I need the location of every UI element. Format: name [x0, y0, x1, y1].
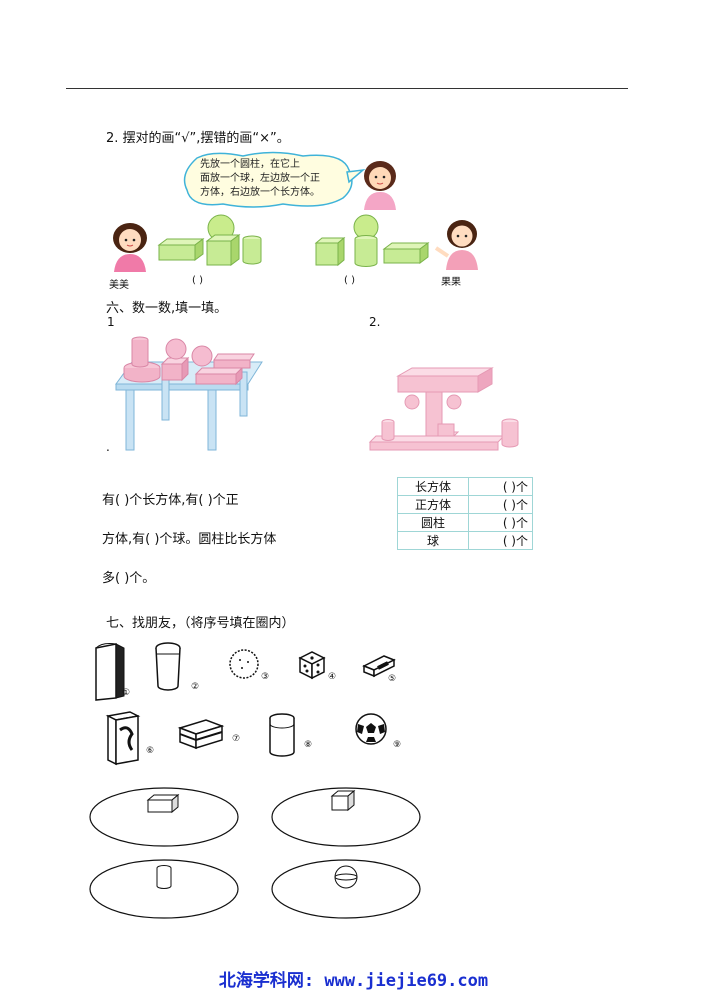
- table-row: 球 ( )个: [397, 531, 533, 550]
- section6-label-1: 1: [107, 315, 115, 329]
- table-row: 正方体 ( )个: [397, 495, 533, 514]
- name-guoguo: 果果: [441, 277, 461, 288]
- bubble-line-1: 先放一个圆柱，在它上: [200, 159, 300, 170]
- soccer-ball-icon: [355, 713, 387, 745]
- row-value[interactable]: ( )个: [468, 531, 533, 550]
- girl-guoguo-illustration: [434, 220, 478, 270]
- object-number-4: ④: [328, 672, 337, 682]
- cup-icon: [155, 642, 181, 691]
- row-value[interactable]: ( )个: [468, 477, 533, 496]
- name-meimei: 美美: [109, 280, 129, 291]
- oval-cube: [271, 787, 421, 847]
- girl-meimei-illustration: [113, 223, 147, 272]
- jar-icon: [269, 713, 295, 757]
- q2-title: 2. 摆对的画“√”,摆错的画“×”。: [106, 131, 290, 146]
- row-label: 正方体: [397, 495, 469, 514]
- row-value[interactable]: ( )个: [468, 495, 533, 514]
- dice-icon: [298, 651, 326, 680]
- section6-label-2: 2.: [369, 315, 381, 329]
- section7-heading: 七、找朋友，（将序号填在圈内）: [106, 616, 295, 631]
- oval-cylinder: [89, 859, 239, 919]
- object-number-2: ②: [191, 682, 200, 692]
- footer-site-link[interactable]: 北海学科网: www.jiejie69.com: [218, 971, 489, 991]
- stray-dot: .: [106, 440, 110, 454]
- section6-heading: 六、数一数,填一填。: [106, 301, 228, 316]
- object-number-9: ⑨: [393, 740, 402, 750]
- oval-sphere: [271, 859, 421, 919]
- object-number-7: ⑦: [232, 734, 241, 744]
- bubble-line-3: 方体，右边放一个长方体。: [200, 187, 320, 198]
- fill-line-2: 方体,有( )个球。圆柱比长方体: [102, 532, 277, 547]
- bubble-line-2: 面放一个球，左边放一个正: [200, 173, 320, 184]
- stool-shapes-illustration: [368, 367, 519, 451]
- book-icon: [95, 643, 125, 701]
- arrangement-1: [157, 214, 262, 266]
- fill-line-1: 有( )个长方体,有( )个正: [102, 493, 239, 508]
- speech-bubble: [183, 151, 366, 208]
- fill-line-3: 多( )个。: [102, 571, 156, 586]
- object-number-1: ①: [122, 688, 131, 698]
- girl-speaker-illustration: [364, 161, 396, 210]
- object-number-8: ⑧: [304, 740, 313, 750]
- table-with-shapes-illustration: [115, 336, 263, 451]
- header-rule: [66, 88, 628, 89]
- paren-2: ( ): [344, 275, 355, 286]
- object-number-6: ⑥: [146, 746, 155, 756]
- row-label: 圆柱: [397, 513, 469, 532]
- row-label: 球: [397, 531, 469, 550]
- milk-carton-icon: [105, 711, 141, 766]
- row-value[interactable]: ( )个: [468, 513, 533, 532]
- table-row: 长方体 ( )个: [397, 477, 533, 496]
- row-label: 长方体: [397, 477, 469, 496]
- ball-icon: [229, 649, 259, 679]
- count-table: 长方体 ( )个 正方体 ( )个 圆柱 ( )个 球 ( )个: [397, 477, 533, 550]
- object-number-5: ⑤: [388, 674, 397, 684]
- paren-1: ( ): [192, 275, 203, 286]
- eraser-icon: [362, 655, 396, 678]
- object-number-3: ③: [261, 672, 270, 682]
- table-row: 圆柱 ( )个: [397, 513, 533, 532]
- lunchbox-icon: [177, 719, 225, 750]
- bubble-text: 先放一个圆柱，在它上 面放一个球，左边放一个正 方体，右边放一个长方体。: [200, 158, 350, 200]
- oval-cuboid: [89, 787, 239, 847]
- arrangement-2: [314, 214, 430, 267]
